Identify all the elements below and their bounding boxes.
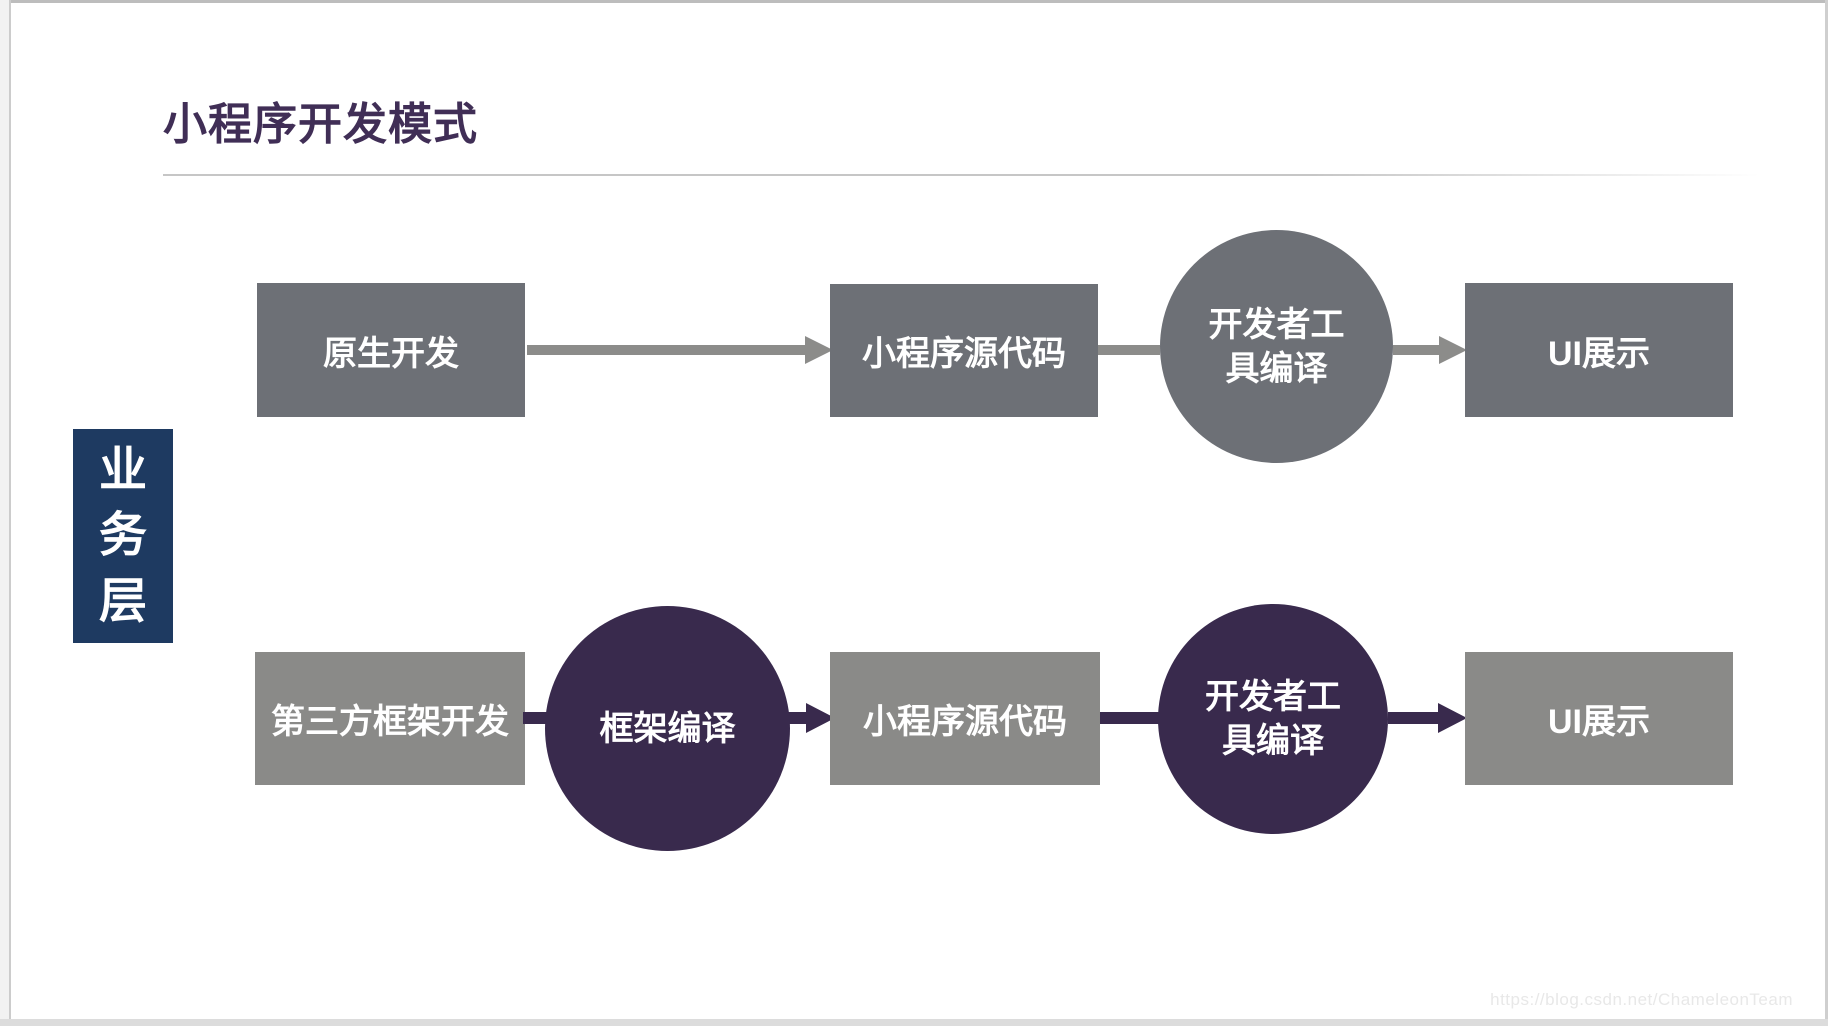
node-devtools-compile-top: 开发者工 具编译 [1160,230,1393,463]
node-framework-compile: 框架编译 [545,606,790,851]
node-label: 第三方框架开发 [271,703,509,741]
arrow-devtools-to-ui-bottom-head [1438,703,1467,733]
csdn-watermark: https://blog.csdn.net/ChameleonTeam [1490,990,1793,1009]
arrow-compile-to-source-line [784,712,806,724]
node-ui-display-top: UI展示 [1465,283,1733,417]
node-miniprogram-source-top: 小程序源代码 [830,284,1098,417]
node-label-line2: 具编译 [1225,349,1328,388]
arrow-devtools-to-ui-top-line [1393,345,1439,355]
title-divider [163,174,1760,176]
node-ui-display-bottom: UI展示 [1465,652,1733,785]
node-miniprogram-source-bottom: 小程序源代码 [830,652,1100,785]
node-label-line1: 开发者工 [1205,678,1341,716]
node-label: UI展示 [1548,703,1650,741]
business-layer-char: 务 [98,509,147,562]
node-label: UI展示 [1548,334,1650,373]
page-right-border [1825,0,1828,1026]
business-layer-char: 业 [98,443,147,497]
arrow-devtools-to-ui-top-head [1439,336,1467,364]
node-label-line2: 具编译 [1222,722,1324,760]
page-left-margin [0,0,11,1026]
connector-source-to-devtools-top [1098,345,1160,355]
node-label: 原生开发 [323,334,459,373]
node-label: 小程序源代码 [863,703,1067,741]
page-title: 小程序开发模式 [163,100,478,149]
business-layer-char: 层 [98,574,147,628]
page-top-border [0,0,1828,3]
node-third-party-framework: 第三方框架开发 [255,652,525,785]
node-label: 框架编译 [599,709,736,748]
arrow-native-to-source-line [527,345,805,355]
node-native-development: 原生开发 [257,283,525,417]
arrow-native-to-source-head [805,336,833,364]
node-label: 小程序源代码 [862,335,1066,373]
connector-source-to-devtools-bottom [1100,712,1160,724]
business-layer-label: 业 务 层 [73,429,173,643]
node-devtools-compile-bottom: 开发者工 具编译 [1158,604,1388,834]
arrow-devtools-to-ui-bottom-line [1388,712,1438,724]
node-label-line1: 开发者工 [1208,305,1345,344]
page-bottom-border [0,1019,1828,1026]
